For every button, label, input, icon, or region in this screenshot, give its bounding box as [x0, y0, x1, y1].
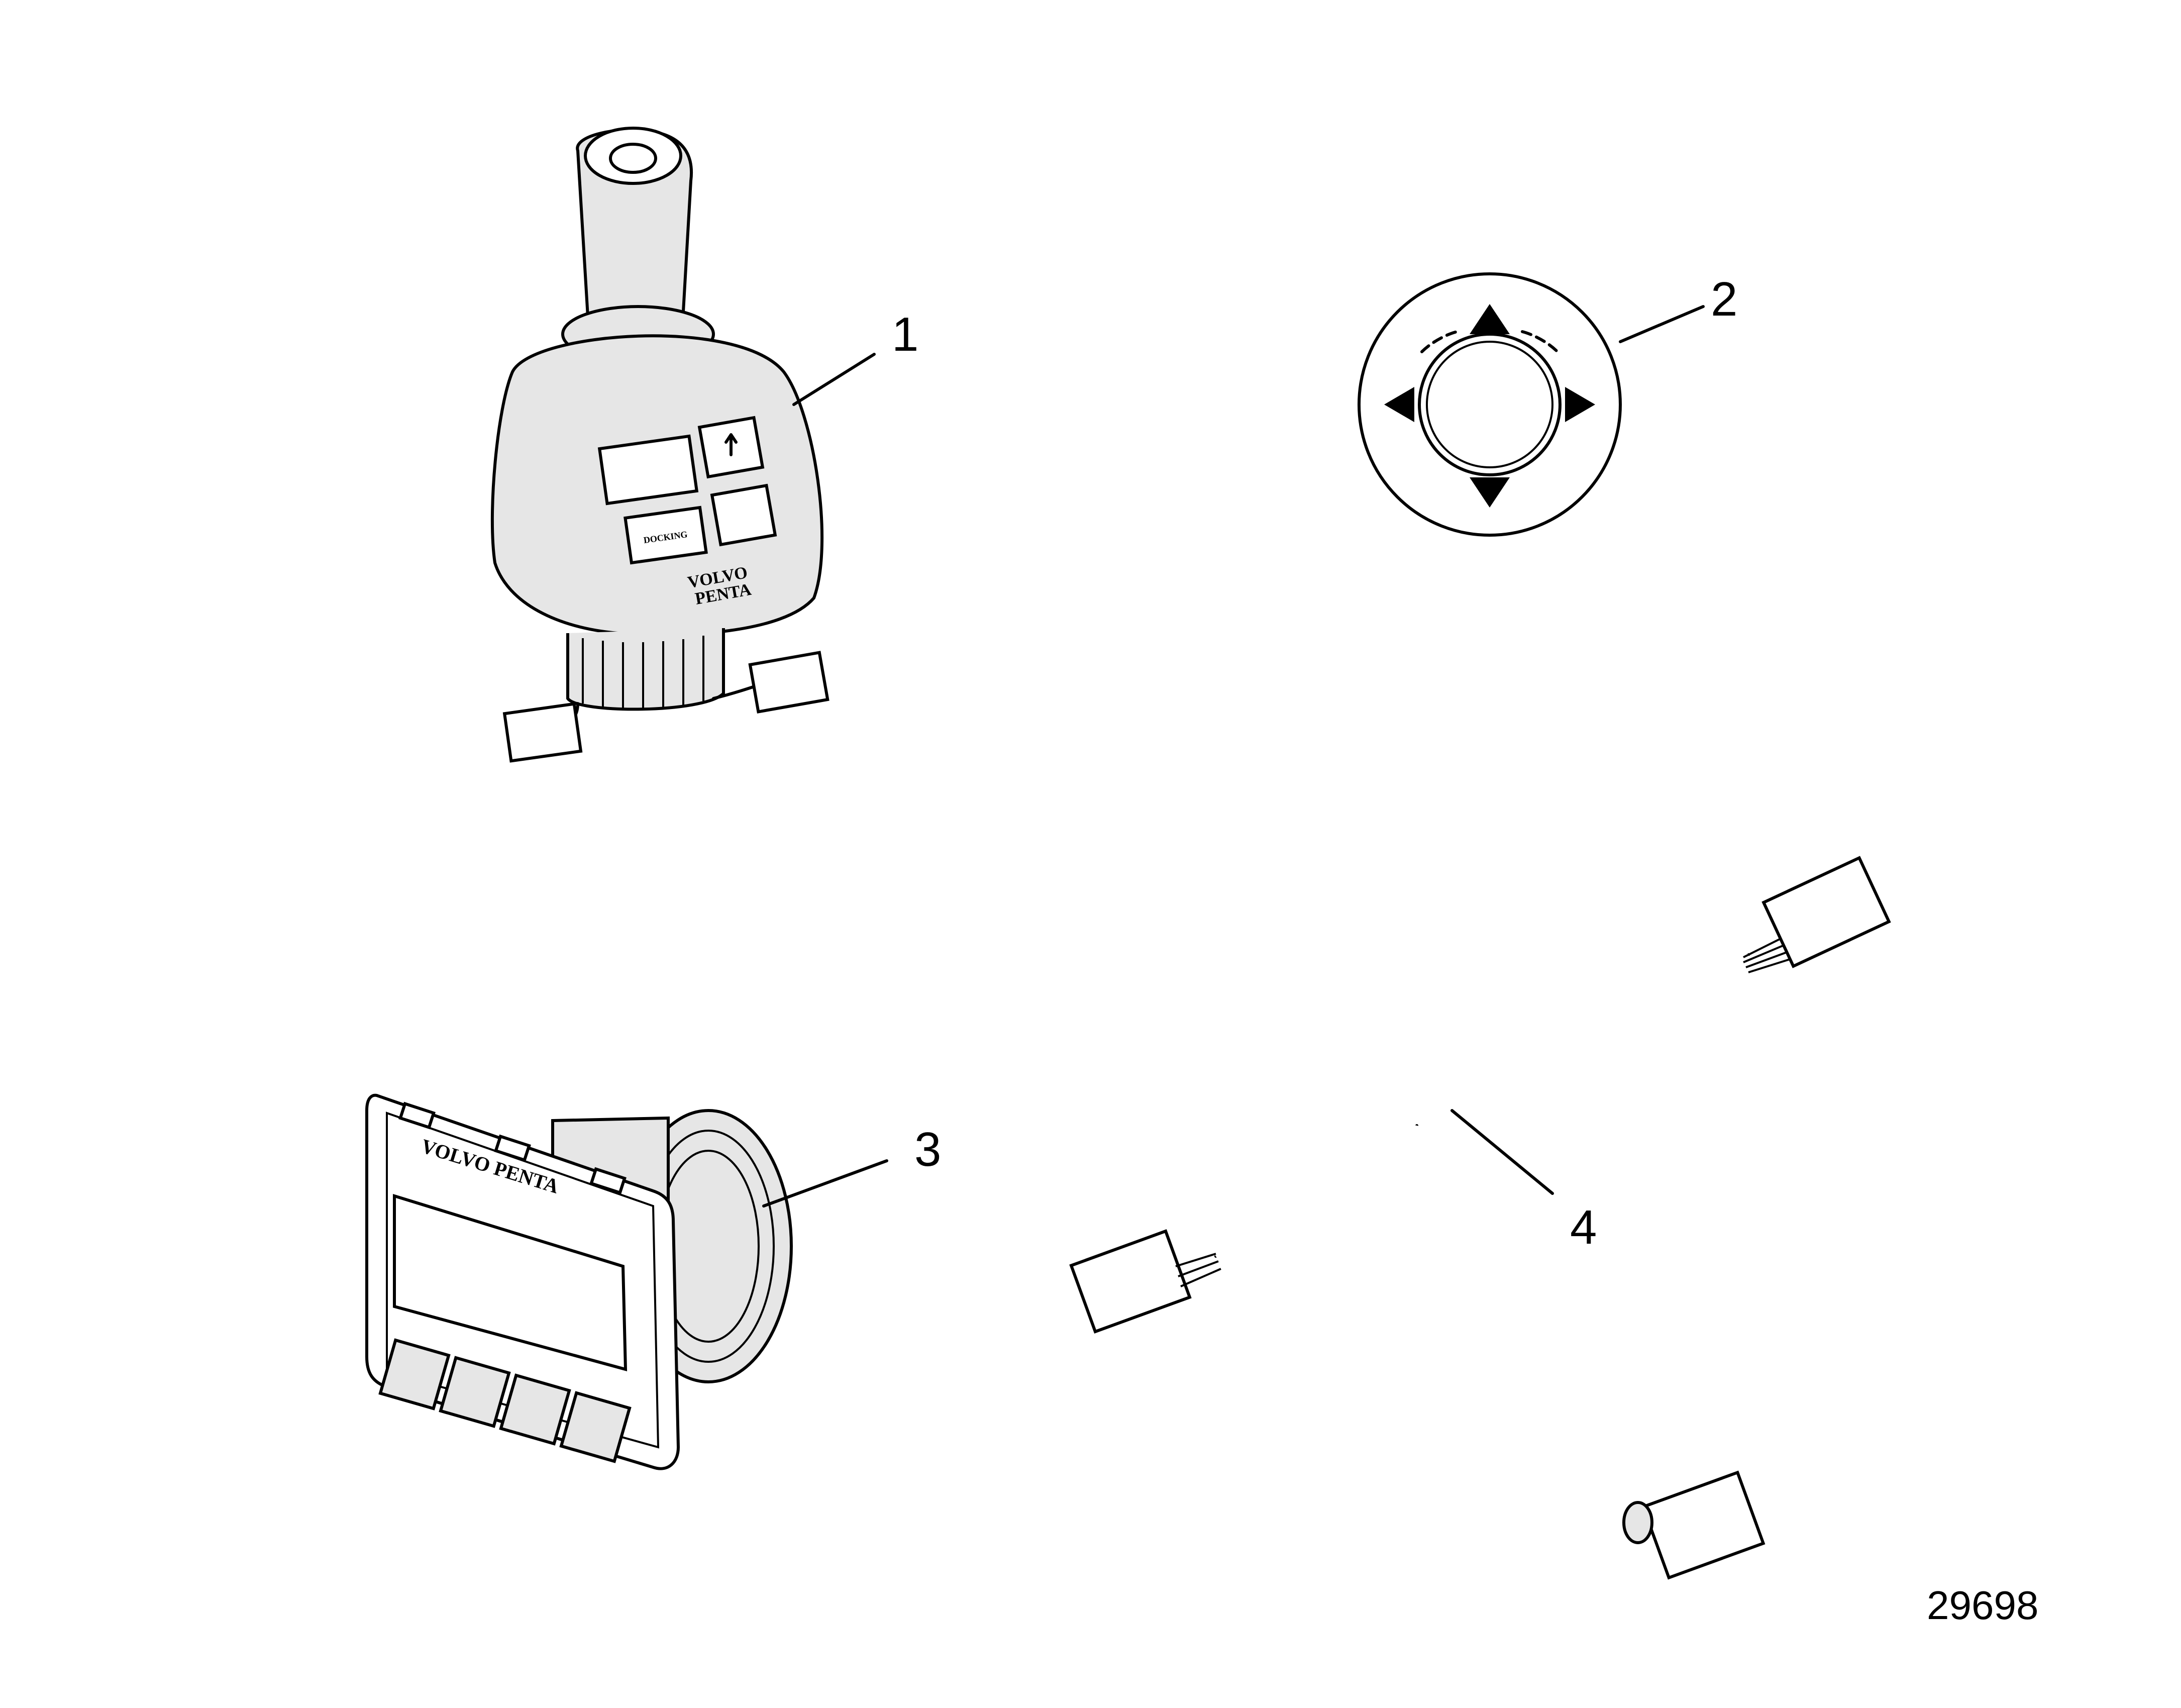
callout-1: 1	[892, 308, 919, 361]
control-pad-icon	[1358, 272, 1705, 537]
cable-harness-icon	[1069, 856, 1891, 1580]
display-unit-icon: VOLVO PENTA	[365, 1093, 888, 1470]
callout-2: 2	[1711, 272, 1738, 326]
callout-4: 4	[1570, 1200, 1597, 1254]
joystick-icon: DOCKING VOLVO PENTA	[490, 127, 876, 763]
figure-number: 29698	[1927, 1583, 2039, 1628]
callout-3: 3	[914, 1123, 942, 1176]
